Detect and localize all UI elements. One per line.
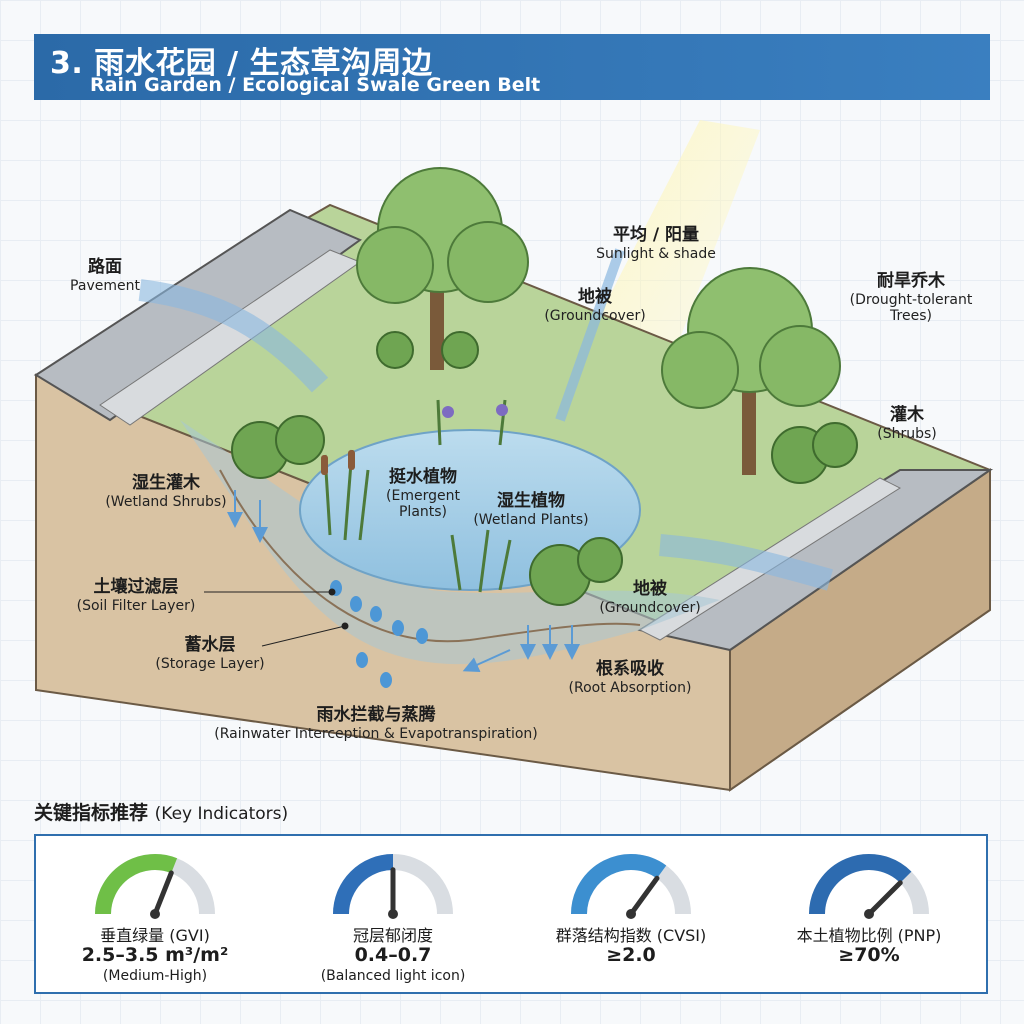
label-shrubs-zh: 灌木	[890, 405, 924, 425]
tree-left	[356, 167, 529, 370]
indicator-name: 冠层郁闭度	[352, 926, 433, 945]
label-groundcover-bottom-zh: 地被	[633, 579, 667, 599]
label-wetland-shrubs: 湿生灌木 (Wetland Shrubs)	[96, 473, 236, 510]
label-pavement-zh: 路面	[88, 257, 122, 277]
left-pavement	[34, 208, 363, 422]
indicator-name: 垂直绿量 (GVI)	[100, 926, 210, 945]
label-storage-zh: 蓄水层	[184, 635, 236, 655]
label-soil-filter: 土壤过滤层 (Soil Filter Layer)	[66, 577, 206, 614]
label-wetland-shrubs-en: (Wetland Shrubs)	[105, 493, 227, 510]
indicator-name: 群落结构指数 (CVSI)	[555, 926, 707, 945]
page-subtitle: Rain Garden / Ecological Swale Green Bel…	[90, 74, 541, 96]
gauge-pnp	[809, 854, 929, 919]
gauge-gvi	[95, 854, 215, 919]
inflow-arrow-right	[659, 534, 834, 591]
indicators-title: 关键指标推荐 (Key Indicators)	[34, 798, 288, 825]
label-wetland-plants-zh: 湿生植物	[497, 491, 565, 511]
iris-flowers	[442, 404, 508, 418]
label-interception-en: (Rainwater Interception & Evapotranspira…	[214, 725, 538, 742]
indicator-note: (Balanced light icon)	[320, 968, 466, 984]
label-root-absorption: 根系吸收 (Root Absorption)	[560, 659, 700, 696]
indicator-card-gvi: 垂直绿量 (GVI) 2.5–3.5 m³/m² (Medium-High)	[36, 836, 274, 992]
label-shrubs-en: (Shrubs)	[877, 425, 937, 442]
label-groundcover-bottom: 地被 (Groundcover)	[588, 579, 712, 616]
indicators-title-en: (Key Indicators)	[154, 804, 289, 824]
label-shrubs: 灌木 (Shrubs)	[862, 405, 952, 442]
shrubs	[231, 331, 858, 606]
label-root-absorption-zh: 根系吸收	[596, 659, 664, 679]
gauge-hub	[388, 909, 398, 919]
soil-filter-zone	[180, 420, 720, 665]
leader-lines	[204, 588, 349, 647]
gauge-hub	[864, 909, 874, 919]
sun-arrow	[555, 248, 625, 422]
indicator-value: 2.5–3.5 m³/m²	[81, 944, 229, 966]
gauge-needle	[152, 870, 174, 917]
label-drought-trees: 耐旱乔木 (Drought-tolerant Trees)	[836, 271, 986, 324]
gauge-fill	[333, 854, 394, 915]
gauge-fill	[809, 854, 912, 915]
label-drought-trees-zh: 耐旱乔木	[877, 271, 945, 291]
label-wetland-plants: 湿生植物 (Wetland Plants)	[468, 491, 594, 528]
indicator-name: 本土植物比例 (PNP)	[796, 926, 942, 945]
gauge-fill	[95, 854, 178, 915]
label-emergent-zh: 挺水植物	[389, 467, 457, 487]
label-groundcover-top-zh: 地被	[578, 287, 612, 307]
filter-layer-line	[219, 469, 641, 643]
gauge-hub	[150, 909, 160, 919]
gauge-needle	[866, 880, 903, 917]
indicators-panel: 垂直绿量 (GVI) 2.5–3.5 m³/m² (Medium-High) 冠…	[34, 834, 988, 994]
indicator-card-cvsi: 群落结构指数 (CVSI) ≥2.0	[512, 836, 750, 992]
indicator-value: ≥2.0	[606, 944, 656, 966]
inflow-arrow-left	[138, 279, 329, 393]
label-soil-filter-zh: 土壤过滤层	[93, 577, 179, 597]
rain-garden-diagram	[33, 120, 994, 792]
title-banner: 3. 雨水花园 / 生态草沟周边 Rain Garden / Ecologica…	[34, 34, 990, 100]
label-drought-trees-en: (Drought-tolerant Trees)	[849, 291, 973, 324]
indicator-value: ≥70%	[838, 944, 900, 966]
tree-right	[661, 267, 841, 475]
label-groundcover-bottom-en: (Groundcover)	[599, 599, 701, 616]
indicator-card-pnp: 本土植物比例 (PNP) ≥70%	[750, 836, 988, 992]
label-root-absorption-en: (Root Absorption)	[568, 679, 692, 696]
indicator-note: (Medium-High)	[102, 968, 208, 984]
label-emergent-en: (Emergent Plants)	[386, 487, 460, 520]
label-sunlight: 平均 / 阳量 Sunlight & shade	[576, 225, 736, 262]
label-groundcover-top-en: (Groundcover)	[544, 307, 646, 324]
gauge-hub	[626, 909, 636, 919]
label-sunlight-en: Sunlight & shade	[596, 245, 716, 262]
gauge-fill	[571, 854, 667, 915]
indicators-title-zh: 关键指标推荐	[34, 802, 149, 824]
label-groundcover-top: 地被 (Groundcover)	[530, 287, 660, 324]
label-wetland-shrubs-zh: 湿生灌木	[132, 473, 200, 493]
page-title: 3. 雨水花园 / 生态草沟周边	[50, 46, 433, 81]
label-sunlight-zh: 平均 / 阳量	[612, 225, 700, 245]
label-wetland-plants-en: (Wetland Plants)	[473, 511, 589, 528]
gauge-cvsi	[571, 854, 691, 919]
gauge-canopy	[333, 854, 453, 919]
label-soil-filter-en: (Soil Filter Layer)	[76, 597, 196, 614]
infiltration-arrows	[227, 490, 580, 673]
indicator-card-canopy: 冠层郁闭度 0.4–0.7 (Balanced light icon)	[274, 836, 512, 992]
label-storage-en: (Storage Layer)	[155, 655, 265, 672]
cattails	[321, 450, 355, 475]
label-pavement: 路面 Pavement	[60, 257, 150, 294]
label-interception-zh: 雨水拦截与蒸腾	[316, 705, 436, 725]
gauge-needle	[628, 875, 660, 917]
label-emergent: 挺水植物 (Emergent Plants)	[374, 467, 472, 520]
indicator-value: 0.4–0.7	[354, 944, 432, 966]
label-interception: 雨水拦截与蒸腾 (Rainwater Interception & Evapot…	[196, 705, 556, 742]
label-storage: 蓄水层 (Storage Layer)	[150, 635, 270, 672]
label-pavement-en: Pavement	[70, 277, 140, 294]
